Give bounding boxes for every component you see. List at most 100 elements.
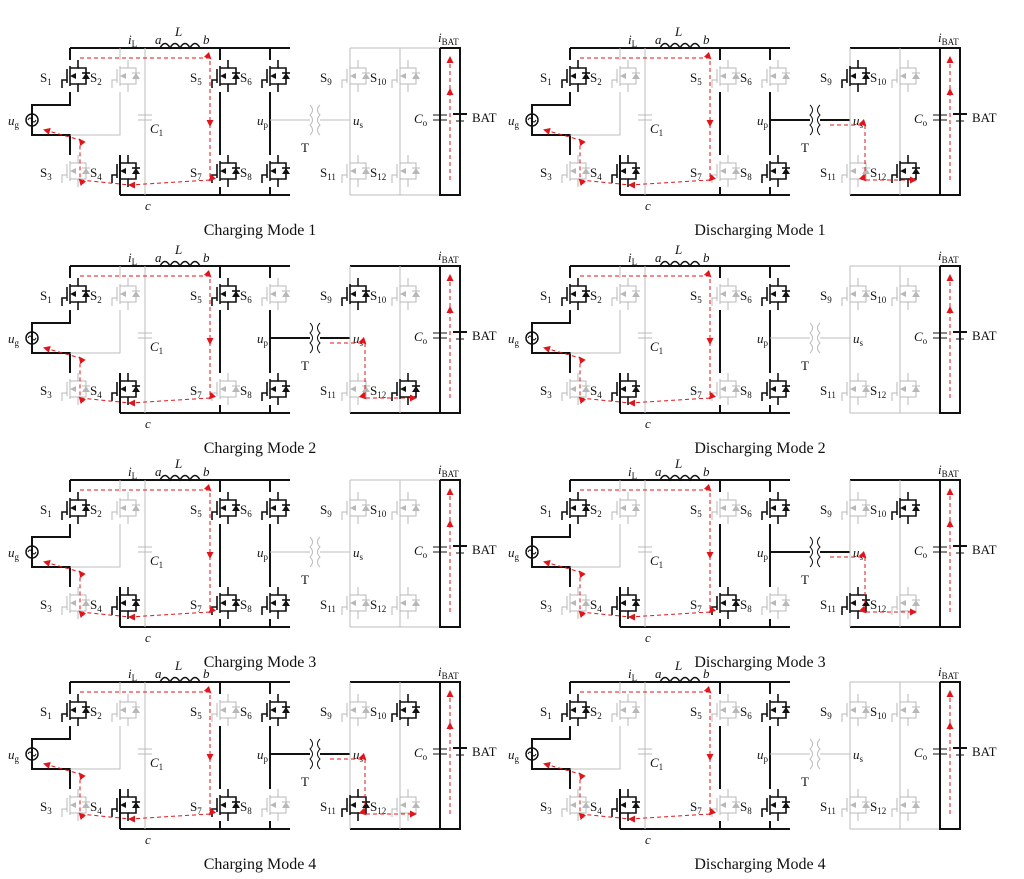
ibat-label: iBAT [438,30,459,47]
switch-s3-label: S3 [540,799,552,816]
switch-prefix: S [540,502,547,517]
switch-s7-symbol [211,155,240,187]
node-a-label: a [655,464,662,479]
switch-number: 12 [377,604,386,614]
ug-label-main: u [8,331,15,346]
leg2-mid [570,524,621,568]
ug-label-sub: g [515,552,520,562]
switch-s6-label: S6 [740,288,752,305]
switch-number: 5 [197,509,202,519]
leg2-mid [70,310,121,354]
switch-prefix: S [90,502,97,517]
switch-s7-label: S7 [690,799,702,816]
co-label-main: C [414,329,423,344]
battery-label: BAT [472,542,497,557]
switch-s9-symbol [841,492,870,524]
switch-s11-symbol [841,587,870,619]
switch-s11-symbol [841,789,870,821]
switch-number: 11 [327,390,336,400]
co-label-sub: o [923,752,928,762]
switch-number: 1 [47,509,52,519]
ac-source-icon [525,747,539,761]
us-label: us [353,331,364,348]
switch-number: 11 [827,604,836,614]
switch-number: 4 [597,806,602,816]
co-label: Co [414,745,428,762]
node-a-label: a [155,32,162,47]
switch-prefix: S [320,502,327,517]
switch-number: 9 [827,711,832,721]
switch-s10-symbol [391,60,420,92]
switch-s11-symbol [341,789,370,821]
up-label: up [757,113,769,130]
switch-s8-label: S8 [740,383,752,400]
transformer-label: T [301,140,309,155]
battery-label: BAT [972,110,997,125]
ibat-label: iBAT [938,248,959,265]
inductor-icon [159,474,201,482]
co-label: Co [914,745,928,762]
switch-s10-symbol [391,278,420,310]
inductor-label: L [674,242,682,257]
switch-number: 10 [877,295,887,305]
ibat-label-sub: BAT [942,255,960,265]
switch-s5-label: S5 [190,70,202,87]
ibat-label-main: i [438,30,442,45]
switch-s6-symbol [261,492,290,524]
current-path-left [43,51,216,189]
switch-s5-symbol [711,278,740,310]
switch-s8-symbol [761,587,790,619]
switch-prefix: S [690,288,697,303]
co-label: Co [414,543,428,560]
panel-caption: Charging Mode 2 [204,440,317,457]
switch-s9-label: S9 [820,502,832,519]
il-label-sub: L [132,39,138,49]
ug-label: ug [508,113,520,130]
node-b-label: b [203,666,210,681]
switch-prefix: S [870,704,877,719]
ug-label-main: u [508,331,515,346]
switch-s12-label: S12 [870,597,886,614]
switch-s8-symbol [761,373,790,405]
switch-s2-label: S2 [90,502,102,519]
switch-prefix: S [190,165,197,180]
switch-prefix: S [190,502,197,517]
switch-number: 2 [597,295,602,305]
switch-prefix: S [240,383,247,398]
switch-number: 6 [747,77,752,87]
ug-label: ug [508,747,520,764]
switch-prefix: S [740,597,747,612]
ibat-label-main: i [938,462,942,477]
c1-label: C1 [150,755,163,772]
switch-s3-label: S3 [540,597,552,614]
switch-number: 5 [697,295,702,305]
co-label-main: C [914,745,923,760]
battery-label: BAT [472,110,497,125]
switch-prefix: S [190,597,197,612]
switch-s10-label: S10 [370,288,387,305]
switch-number: 1 [47,711,52,721]
switch-s11-label: S11 [320,165,336,182]
switch-number: 12 [877,806,886,816]
switch-s1-label: S1 [540,502,552,519]
switch-prefix: S [190,383,197,398]
switch-number: 11 [827,172,836,182]
switch-prefix: S [240,165,247,180]
switch-s4-label: S4 [590,799,602,816]
co-label: Co [414,329,428,346]
ibat-label-main: i [438,664,442,679]
switch-s8-label: S8 [240,799,252,816]
switch-s1-symbol [561,278,590,310]
switch-prefix: S [190,288,197,303]
c1-label: C1 [650,339,663,356]
ug-label: ug [8,331,20,348]
switch-s10-label: S10 [870,704,887,721]
il-label-main: i [128,464,132,479]
switch-s3-symbol [561,155,590,187]
switch-number: 3 [47,172,52,182]
battery-label: BAT [472,744,497,759]
il-label-sub: L [632,39,638,49]
switch-prefix: S [820,502,827,517]
